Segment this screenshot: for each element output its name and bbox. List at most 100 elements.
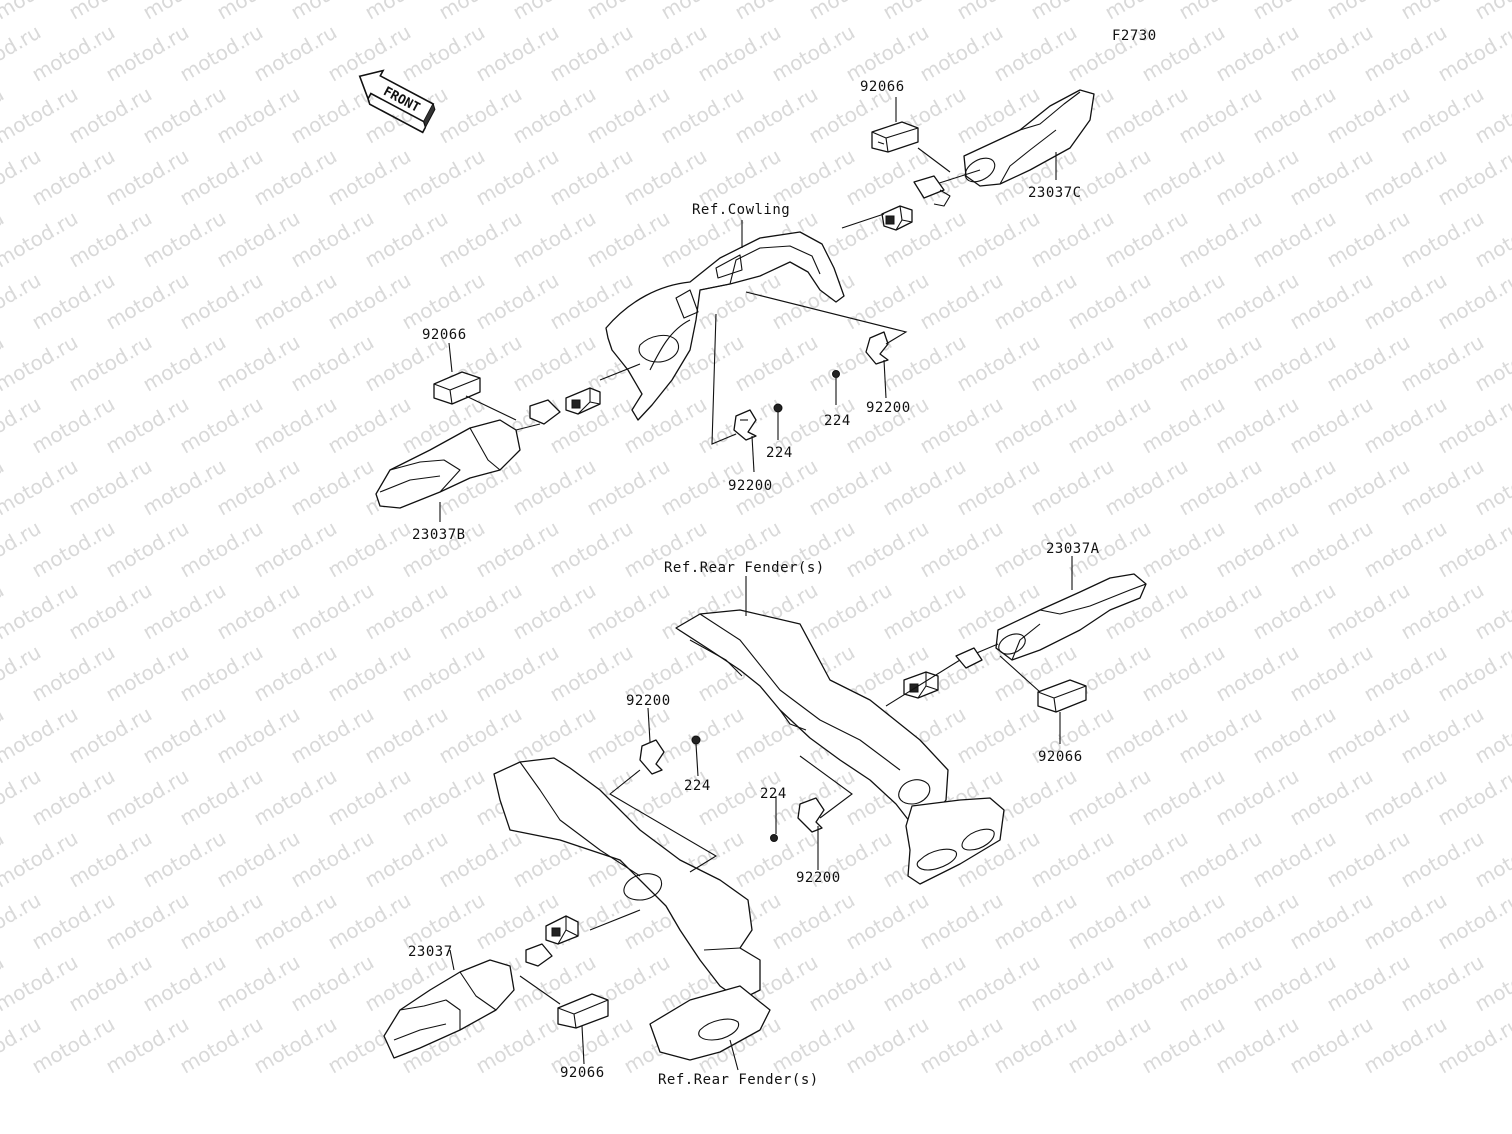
watermark-text: motod.ru — [916, 516, 1007, 583]
watermark-text: motod.ru — [361, 702, 452, 769]
watermark-text: motod.ru — [435, 826, 526, 893]
watermark-text: motod.ru — [546, 516, 637, 583]
watermark-text: motod.ru — [287, 82, 378, 149]
watermark-text: motod.ru — [102, 1012, 193, 1079]
label-92066-bottom-left: 92066 — [560, 1065, 605, 1081]
label-ref-rear-fender-bottom: Ref.Rear Fender(s) — [658, 1072, 819, 1088]
watermark-text: motod.ru — [768, 20, 859, 87]
watermark-text: motod.ru — [1212, 888, 1303, 955]
watermark-text: motod.ru — [1138, 144, 1229, 211]
label-92066-bottom-right: 92066 — [1038, 749, 1083, 765]
watermark-text: motod.ru — [1101, 702, 1192, 769]
watermark-text: motod.ru — [324, 888, 415, 955]
turn-signal-23037b — [375, 419, 541, 509]
watermark-text: motod.ru — [250, 640, 341, 707]
label-224-bottom-right: 224 — [760, 786, 787, 802]
watermark-text: motod.ru — [1323, 578, 1414, 645]
watermark-text: motod.ru — [1434, 516, 1512, 583]
watermark-text: motod.ru — [28, 516, 119, 583]
watermark-text: motod.ru — [1175, 950, 1266, 1017]
watermark-text: motod.ru — [805, 950, 896, 1017]
watermark-text: motod.ru — [1360, 1012, 1451, 1079]
watermark-text: motod.ru — [65, 454, 156, 521]
watermark-text: motod.ru — [768, 888, 859, 955]
watermark-text: motod.ru — [361, 206, 452, 273]
watermark-text: motod.ru — [398, 764, 489, 831]
watermark-text: motod.ru — [509, 578, 600, 645]
label-224-top-right: 224 — [824, 413, 851, 429]
rubber-92066-bottom-left — [557, 993, 609, 1029]
watermark-text: motod.ru — [1138, 268, 1229, 335]
watermark-text: motod.ru — [1434, 268, 1512, 335]
watermark-text: motod.ru — [139, 206, 230, 273]
watermark-text: motod.ru — [1434, 1012, 1512, 1079]
watermark-text: motod.ru — [879, 578, 970, 645]
watermark-text: motod.ru — [324, 392, 415, 459]
watermark-text: motod.ru — [102, 640, 193, 707]
bracket-92200-top-center — [733, 409, 757, 441]
watermark-text: motod.ru — [287, 330, 378, 397]
rubber-92066-top-left — [433, 371, 481, 405]
watermark-text: motod.ru — [1212, 1012, 1303, 1079]
watermark-text: motod.ru — [657, 82, 748, 149]
watermark-text: motod.ru — [398, 268, 489, 335]
watermark-text: motod.ru — [65, 206, 156, 273]
watermark-text: motod.ru — [1286, 20, 1377, 87]
watermark-text: motod.ru — [435, 82, 526, 149]
watermark-text: motod.ru — [1101, 454, 1192, 521]
watermark-text: motod.ru — [583, 206, 674, 273]
watermark-text: motod.ru — [250, 144, 341, 211]
watermark-text: motod.ru — [509, 82, 600, 149]
watermark-text: motod.ru — [842, 1012, 933, 1079]
watermark-text: motod.ru — [65, 702, 156, 769]
bracket-92200-top-right — [865, 331, 889, 365]
watermark-text: motod.ru — [1286, 392, 1377, 459]
watermark-text: motod.ru — [1286, 144, 1377, 211]
watermark-text: motod.ru — [916, 888, 1007, 955]
watermark-text: motod.ru — [176, 268, 267, 335]
watermark-text: motod.ru — [842, 20, 933, 87]
watermark-text: motod.ru — [1397, 578, 1488, 645]
label-ref-rear-fender-top: Ref.Rear Fender(s) — [664, 560, 825, 576]
watermark-text: motod.ru — [28, 640, 119, 707]
watermark-text: motod.ru — [472, 516, 563, 583]
watermark-text: motod.ru — [1101, 330, 1192, 397]
watermark-text: motod.ru — [1101, 206, 1192, 273]
watermark-text: motod.ru — [879, 950, 970, 1017]
label-ref-cowling: Ref.Cowling — [692, 202, 790, 218]
watermark-text: motod.ru — [1212, 144, 1303, 211]
watermark-text: motod.ru — [1175, 826, 1266, 893]
watermark-text: motod.ru — [1175, 206, 1266, 273]
label-224-bottom-left: 224 — [684, 778, 711, 794]
watermark-text: motod.ru — [176, 144, 267, 211]
label-23037c: 23037C — [1028, 185, 1082, 201]
watermark-text: motod.ru — [1175, 702, 1266, 769]
watermark-text: motod.ru — [1397, 950, 1488, 1017]
watermark-text: motod.ru — [287, 826, 378, 893]
bolt-224-bottom-left — [691, 735, 701, 745]
label-224-top-center: 224 — [766, 445, 793, 461]
watermark-text: motod.ru — [1138, 764, 1229, 831]
watermark-text: motod.ru — [1397, 206, 1488, 273]
watermark-text: motod.ru — [139, 826, 230, 893]
watermark-text: motod.ru — [139, 454, 230, 521]
watermark-text: motod.ru — [1064, 888, 1155, 955]
watermark-text: motod.ru — [102, 516, 193, 583]
watermark-text: motod.ru — [1360, 392, 1451, 459]
watermark-text: motod.ru — [213, 206, 304, 273]
watermark-text: motod.ru — [1360, 764, 1451, 831]
watermark-text: motod.ru — [1138, 1012, 1229, 1079]
leader-lines-top — [439, 97, 1057, 522]
watermark-text: motod.ru — [546, 20, 637, 87]
watermark-text: motod.ru — [1323, 206, 1414, 273]
rear-cowling — [605, 231, 845, 421]
watermark-text: motod.ru — [916, 268, 1007, 335]
watermark-text: motod.ru — [1360, 20, 1451, 87]
label-92200-bottom-left: 92200 — [626, 693, 671, 709]
watermark-text: motod.ru — [1286, 1012, 1377, 1079]
watermark-text: motod.ru — [139, 702, 230, 769]
watermark-text: motod.ru — [1434, 640, 1512, 707]
watermark-text: motod.ru — [509, 330, 600, 397]
label-92200-top-center: 92200 — [728, 478, 773, 494]
watermark-text: motod.ru — [1286, 268, 1377, 335]
